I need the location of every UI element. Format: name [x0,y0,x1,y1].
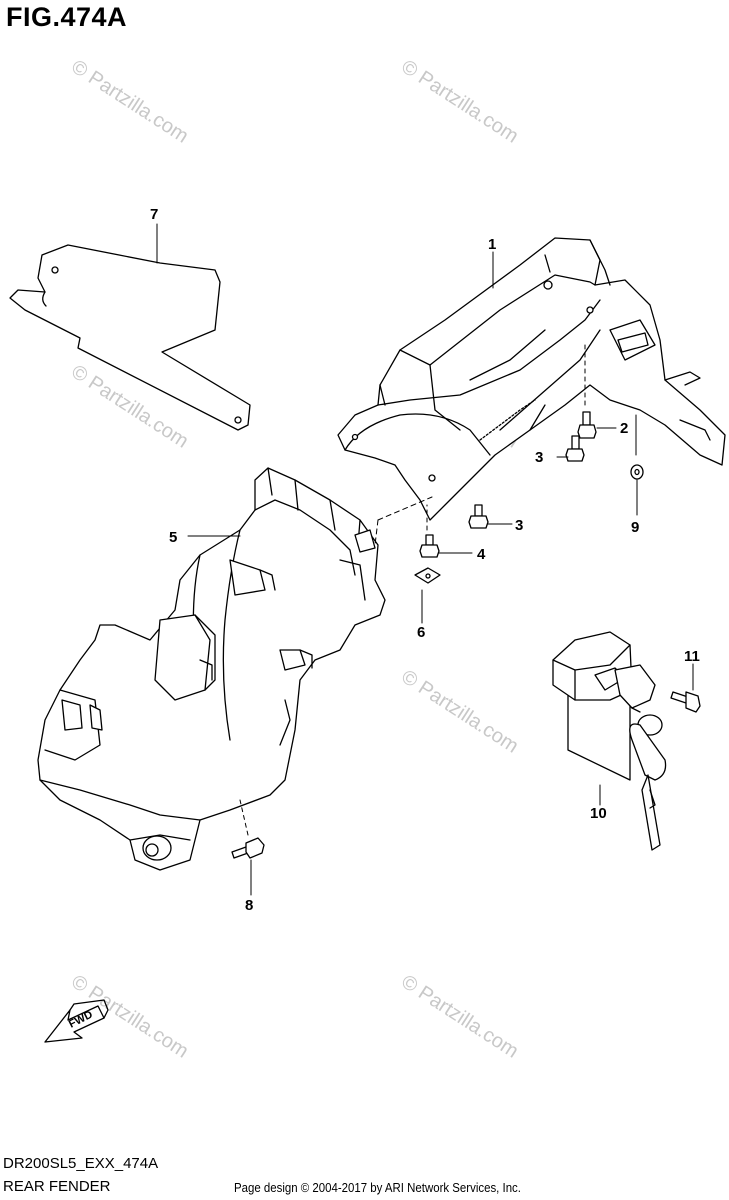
part-7-screw [231,837,265,859]
watermark-6: © Partzilla.com [397,666,522,758]
callout-1: 1 [488,236,496,253]
footer-credit: Page design © 2004-2017 by ARI Network S… [234,1180,521,1195]
part-3-bolt-upper [565,435,585,462]
watermark-2: © Partzilla.com [397,56,522,148]
callout-6: 6 [417,624,425,641]
leader-lines [156,223,694,896]
figure-name: REAR FENDER [3,1178,111,1195]
figure-code: DR200SL5_EXX_474A [3,1155,159,1172]
callout-2: 2 [620,420,628,437]
figure-title: FIG.474A [6,2,128,32]
part-3-bolt-lower [468,504,489,529]
watermark-8: © Partzilla.com [397,971,522,1063]
part-9-washer [630,464,644,480]
callout-9: 9 [631,519,639,536]
part-4-bolt [419,534,440,558]
callout-labels: 7 1 2 3 3 4 5 6 9 8 10 11 [150,206,700,914]
callout-10: 10 [590,805,607,822]
part-2-bolt [577,411,597,439]
callout-11: 11 [684,648,700,665]
callout-8: 7 [150,206,158,223]
part-6-clip-nut [414,567,441,584]
callout-5: 5 [169,529,177,546]
callout-4: 4 [477,546,486,563]
callout-3-upper: 3 [535,449,543,466]
part-1-rear-fender [337,237,726,521]
callout-3-lower: 3 [515,517,523,534]
callout-7: 8 [245,897,253,914]
part-10-lock-set [552,631,667,851]
part-8-mud-guard-sheet [9,244,251,431]
watermark-1: © Partzilla.com [67,56,192,148]
part-5-lower-fender [37,467,386,871]
part-11-screw [670,691,701,713]
fwd-arrow: FWD [44,999,109,1043]
